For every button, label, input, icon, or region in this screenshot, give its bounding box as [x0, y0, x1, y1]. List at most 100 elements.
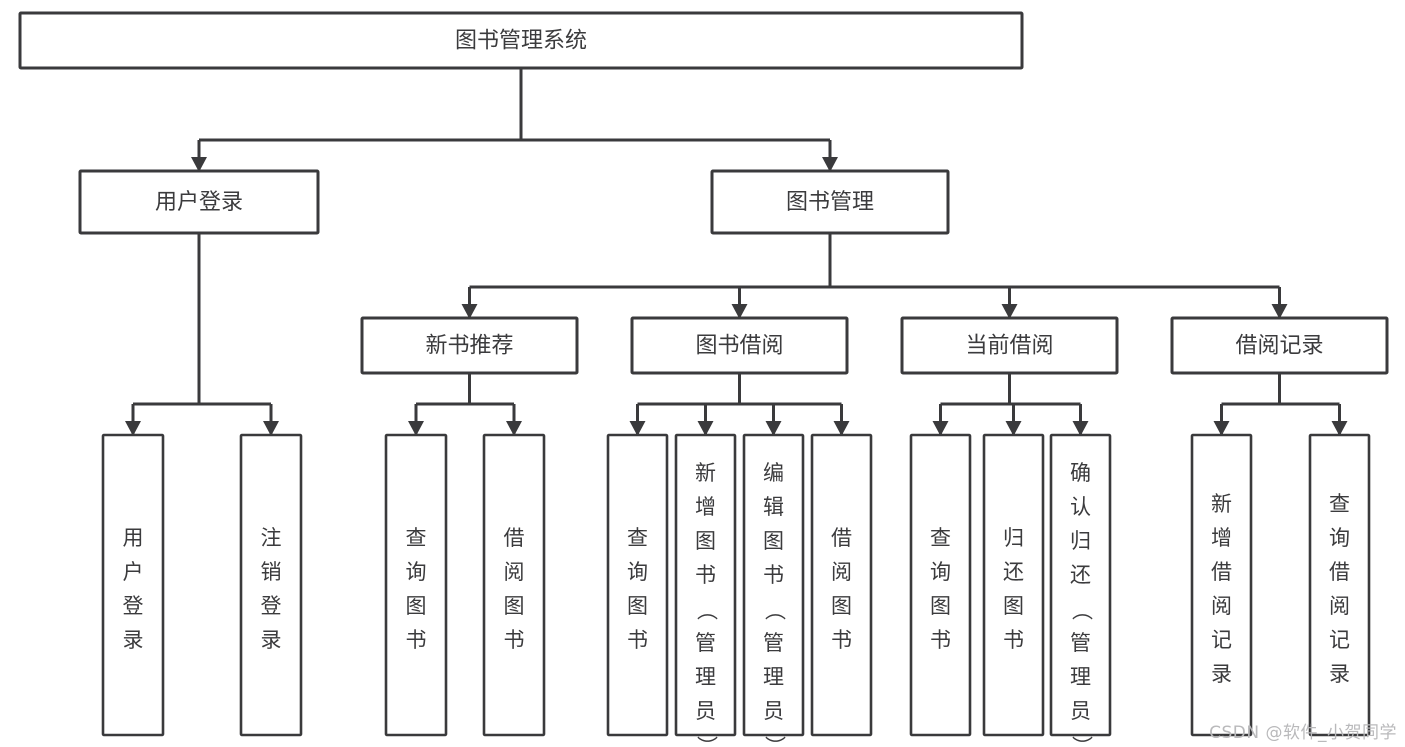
node-box: [239, 433, 303, 737]
node-label-char: 登: [123, 594, 144, 618]
node-label-char: 登: [261, 594, 282, 618]
node-label-char: 理: [695, 665, 716, 689]
node-current-borrow[interactable]: 当前借阅: [900, 316, 1119, 375]
node-book-manage[interactable]: 图书管理: [710, 169, 950, 235]
node-label-char: 户: [123, 560, 144, 584]
node-box: [742, 433, 805, 737]
node-label-char: 阅: [831, 560, 852, 584]
node-label-char: 编: [763, 461, 784, 485]
node-label-char: 认: [1070, 495, 1091, 519]
node-label: 图书管理: [786, 190, 874, 215]
node-label-char: 销: [261, 560, 282, 584]
node-label-char: 书: [930, 628, 951, 652]
arrow-head: [765, 421, 782, 436]
node-label-char: ）: [763, 736, 787, 747]
node-label-char: ）: [695, 736, 719, 747]
node-label-char: 查: [930, 526, 951, 550]
node-label-char: 图: [763, 529, 784, 553]
node-leaf-user-login[interactable]: 用户登录: [101, 433, 165, 737]
node-box: [674, 433, 737, 737]
node-book-borrow[interactable]: 图书借阅: [630, 316, 849, 375]
node-label: 新书推荐: [425, 334, 513, 359]
node-label-char: 阅: [1329, 594, 1350, 618]
node-label-char: 确: [1070, 461, 1091, 485]
node-label-char: 录: [1211, 662, 1232, 686]
node-label-char: 借: [1329, 560, 1350, 584]
edge-group-new-book-recommend: [408, 373, 522, 436]
arrow-head: [1331, 421, 1348, 436]
connector-layer: [125, 68, 1348, 436]
node-label-char: 录: [1329, 662, 1350, 686]
node-label-char: 辑: [763, 495, 784, 519]
node-label: 图书借阅: [695, 334, 783, 359]
arrow-head: [1072, 421, 1089, 436]
node-label-char: 增: [1211, 526, 1232, 550]
node-label-char: 图: [1003, 594, 1024, 618]
arrow-head: [408, 421, 424, 436]
edge-group-borrow-record: [1213, 373, 1348, 436]
node-label: 借阅记录: [1235, 334, 1323, 359]
node-box: [909, 433, 972, 737]
node-label-char: 书: [831, 628, 852, 652]
edge-group-current-borrow: [932, 373, 1089, 436]
node-box: [482, 433, 546, 737]
node-label-char: 书: [627, 628, 648, 652]
node-box: [900, 316, 1119, 375]
node-box: [1170, 316, 1389, 375]
node-label-char: 书: [504, 628, 525, 652]
node-label-char: 归: [1003, 526, 1024, 550]
edge-group-book-manage: [461, 233, 1288, 319]
node-label-char: 图: [406, 594, 427, 618]
arrow-head: [506, 421, 522, 436]
node-label-char: 管: [763, 631, 784, 655]
node-new-book-recommend[interactable]: 新书推荐: [360, 316, 579, 375]
node-label-char: 询: [627, 560, 648, 584]
node-box: [1049, 433, 1112, 737]
node-box: [18, 11, 1024, 70]
node-label-char: 阅: [1211, 594, 1232, 618]
node-label-char: 借: [1211, 560, 1232, 584]
arrow-head: [731, 304, 748, 319]
node-box: [606, 433, 669, 737]
node-borrow-record[interactable]: 借阅记录: [1170, 316, 1389, 375]
node-user-login[interactable]: 用户登录: [78, 169, 320, 235]
node-root[interactable]: 图书管理系统: [18, 11, 1024, 70]
node-label-char: 员: [763, 699, 784, 723]
node-label-char: 图: [627, 594, 648, 618]
node-label-char: 询: [1329, 526, 1350, 550]
arrow-head: [125, 421, 141, 436]
node-box: [360, 316, 579, 375]
node-label-char: 新: [695, 461, 716, 485]
node-label-char: 用: [123, 526, 144, 550]
node-label-char: （: [1070, 600, 1094, 621]
node-label-char: 增: [695, 495, 716, 519]
node-label-char: 录: [261, 628, 282, 652]
node-box: [710, 169, 950, 235]
node-label-char: 管: [695, 631, 716, 655]
node-label: 当前借阅: [965, 334, 1053, 359]
arrow-head: [932, 421, 949, 436]
node-label: 图书管理系统: [455, 29, 587, 54]
node-label-char: 归: [1070, 529, 1091, 553]
node-label-char: 借: [504, 526, 525, 550]
node-label-char: 还: [1003, 560, 1024, 584]
node-label-char: 借: [831, 526, 852, 550]
arrow-head: [697, 421, 714, 436]
arrow-head: [1001, 304, 1018, 319]
node-label-char: 书: [406, 628, 427, 652]
node-label-char: 查: [1329, 492, 1350, 516]
